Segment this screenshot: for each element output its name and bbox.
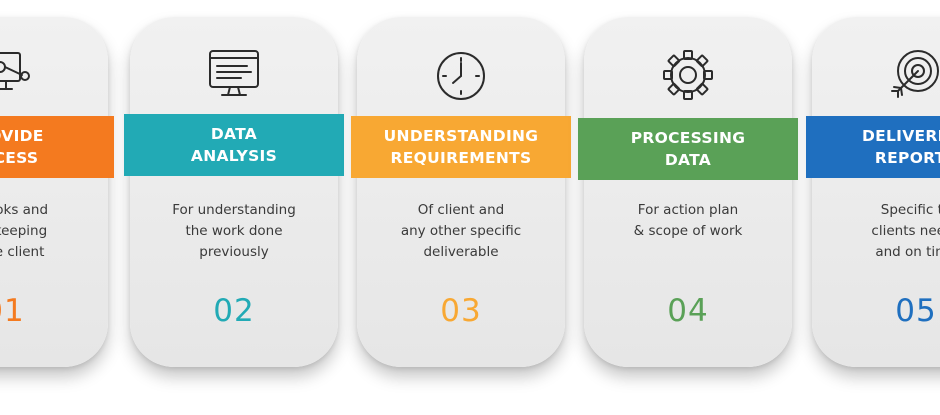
step-title-line: REPORTS [874,149,940,167]
step-description-line: To books and [0,202,49,218]
step-card-2: DATA ANALYSIS For understanding the work… [124,17,344,367]
step-description-line: of the client [0,244,45,260]
step-description-line: clients needs [871,223,940,239]
step-title-line: DATA [664,151,712,169]
step-number: 05 [895,293,937,329]
step-description-line: the work done [185,223,283,239]
step-description-line: For understanding [172,202,296,218]
step-title-line: DELIVERING [861,127,940,145]
step-card-5: DELIVERING REPORTS Specific to clients n… [806,17,940,367]
step-title-line: UNDERSTANDING [383,127,539,145]
step-number: 04 [667,293,709,329]
step-card-1: PROVIDE ACCESS To books and bookkeeping … [0,17,114,367]
step-description: For understanding the work done previous… [138,200,330,263]
step-title-line: PROCESSING [630,129,746,147]
step-title-line: REQUIREMENTS [390,149,532,167]
step-description-line: Of client and [417,202,505,218]
step-title-band: UNDERSTANDING REQUIREMENTS [351,116,571,178]
step-description-line: deliverable [423,244,499,260]
step-description-line: any other specific [400,223,522,239]
step-description-line: previously [199,244,269,260]
step-description-line: For action plan [637,202,739,218]
step-title-line: ANALYSIS [190,147,278,165]
step-description-line: bookkeeping [0,223,48,239]
step-number: 01 [0,293,25,329]
step-card-4: PROCESSING DATA For action plan & scope … [578,17,798,367]
step-description: Of client and any other specific deliver… [365,200,557,263]
step-description: Specific to clients needs and on time [820,200,940,263]
step-description-line: and on time [875,244,940,260]
step-number: 02 [213,293,255,329]
gear-icon [658,45,718,105]
step-number: 03 [440,293,482,329]
step-description: For action plan & scope of work [592,200,784,242]
step-description-line: Specific to [880,202,940,218]
monitor-icon [204,45,264,105]
clock-icon [431,45,491,105]
step-title-line: ACCESS [0,149,39,167]
step-title-line: PROVIDE [0,127,44,145]
step-title-line: DATA [210,125,258,143]
step-title-band: PROCESSING DATA [578,118,798,180]
target-icon [886,45,940,105]
step-title-band: DELIVERING REPORTS [806,116,940,178]
step-card-3: UNDERSTANDING REQUIREMENTS Of client and… [351,17,571,367]
computer-key-icon [0,45,34,105]
step-title-band: DATA ANALYSIS [124,114,344,176]
step-description: To books and bookkeeping of the client [0,200,100,263]
step-title-band: PROVIDE ACCESS [0,116,114,178]
step-description-line: & scope of work [633,223,743,239]
